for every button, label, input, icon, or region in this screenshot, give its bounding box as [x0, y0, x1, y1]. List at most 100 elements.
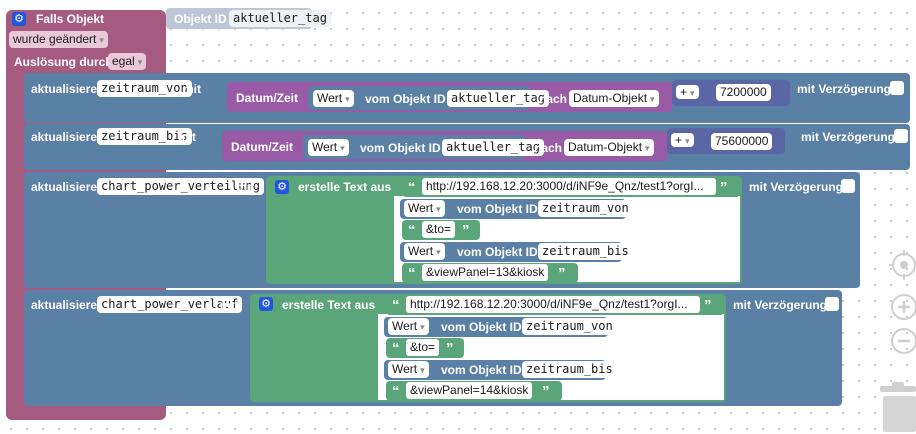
zoom-out-icon[interactable] [888, 326, 916, 356]
from-object-label: vom Objekt ID [365, 92, 446, 106]
ausloesung-dropdown-label: egal [112, 54, 135, 68]
chevron-down-icon: ▾ [340, 143, 345, 153]
mit-label: mit [183, 82, 201, 96]
chevron-down-icon: ▾ [436, 204, 441, 214]
quote-open-icon: “ [392, 340, 400, 357]
from-object-label: vom Objekt ID [360, 141, 441, 155]
quote-open-icon: “ [392, 383, 400, 400]
chevron-down-icon: ▾ [99, 35, 104, 45]
value-dropdown[interactable]: Wert▾ [388, 361, 429, 378]
format-dropdown[interactable]: Datum-Objekt▾ [569, 90, 659, 107]
datetime-label: Datum/Zeit [236, 91, 299, 105]
number-field[interactable]: 75600000 [711, 133, 773, 150]
from-object-label: vom Objekt ID [457, 245, 538, 259]
gear-icon[interactable]: ⚙ [259, 297, 273, 311]
variable-field[interactable]: zeitraum_von [97, 80, 192, 97]
quote-close-icon: ” [446, 340, 454, 357]
update-label: aktualisiere [31, 130, 98, 144]
delay-checkbox[interactable] [890, 81, 904, 95]
chevron-down-icon: ▾ [420, 322, 425, 332]
from-object-label: vom Objekt ID [441, 320, 522, 334]
object-id-value[interactable]: aktueller_tag [229, 10, 331, 27]
value-dropdown[interactable]: Wert▾ [313, 90, 354, 107]
to-text-field[interactable]: &to= [406, 339, 440, 356]
mit-label: mit [178, 130, 196, 144]
ausloesung-label: Auslösung durch [14, 55, 113, 69]
value-dropdown-label: Wert [312, 140, 338, 154]
delay-label: mit Verzögerung [797, 82, 892, 96]
object-id-label: Objekt ID [174, 12, 227, 26]
format-dropdown[interactable]: Datum-Objekt▾ [564, 139, 654, 156]
quote-close-icon: ” [462, 222, 470, 239]
delay-checkbox[interactable] [841, 179, 855, 193]
number-field[interactable]: 7200000 [716, 84, 771, 101]
mit-label: mit [236, 180, 254, 194]
variable-field[interactable]: zeitraum_bis [97, 128, 192, 145]
event-title: Falls Objekt [36, 12, 105, 26]
object-id-field[interactable]: zeitraum_bis [538, 243, 633, 260]
object-id-field[interactable]: zeitraum_bis [522, 361, 617, 378]
to-text-field[interactable]: &to= [422, 221, 456, 238]
chevron-down-icon: ▾ [650, 94, 655, 104]
delay-label: mit Verzögerung [801, 130, 896, 144]
object-id-field[interactable]: aktueller_tag [442, 139, 544, 156]
zoom-in-icon[interactable] [888, 292, 916, 322]
url-text-field[interactable]: http://192.168.12.20:3000/d/iNF9e_Qnz/te… [422, 178, 716, 195]
mit-label: mit [220, 298, 238, 312]
format-dropdown-label: Datum-Objekt [568, 140, 643, 154]
gear-icon[interactable]: ⚙ [12, 12, 26, 26]
ausloesung-dropdown[interactable]: egal▾ [108, 53, 147, 70]
value-dropdown[interactable]: Wert▾ [388, 318, 429, 335]
operator-dropdown[interactable]: +▾ [676, 85, 699, 99]
update-label: aktualisiere [31, 82, 98, 96]
object-id-field[interactable]: zeitraum_von [522, 318, 617, 335]
url-text-field[interactable]: http://192.168.12.20:3000/d/iNF9e_Qnz/te… [406, 296, 700, 313]
create-text-label: erstelle Text aus [282, 298, 376, 312]
value-dropdown[interactable]: Wert▾ [404, 243, 445, 260]
delay-checkbox[interactable] [894, 129, 908, 143]
operator-dropdown-label: + [675, 133, 683, 147]
object-id-field[interactable]: aktueller_tag [447, 90, 549, 107]
value-dropdown-label: Wert [408, 244, 434, 258]
gear-icon[interactable]: ⚙ [275, 180, 289, 194]
quote-close-icon: ” [558, 265, 566, 282]
trash-icon[interactable] [878, 382, 916, 434]
operator-dropdown[interactable]: +▾ [671, 133, 694, 147]
delay-checkbox[interactable] [825, 297, 839, 311]
panel-text-field[interactable]: &viewPanel=13&kiosk [422, 264, 549, 281]
nach-label: nach [539, 92, 568, 106]
delay-label: mit Verzögerung [733, 298, 828, 312]
delay-label: mit Verzögerung [749, 180, 844, 194]
value-dropdown[interactable]: Wert▾ [308, 139, 349, 156]
value-dropdown[interactable]: Wert▾ [404, 200, 445, 217]
format-dropdown-label: Datum-Objekt [573, 91, 648, 105]
variable-field[interactable]: chart_power_verlauf [97, 296, 243, 313]
quote-open-icon: “ [408, 179, 416, 196]
chevron-down-icon: ▾ [685, 136, 690, 146]
value-dropdown-label: Wert [392, 319, 418, 333]
chevron-down-icon: ▾ [645, 143, 650, 153]
object-id-field[interactable]: zeitraum_von [538, 200, 633, 217]
from-object-label: vom Objekt ID [441, 363, 522, 377]
update-label: aktualisiere [31, 180, 98, 194]
variable-field[interactable]: chart_power_verteilung [97, 178, 264, 195]
quote-open-icon: “ [392, 297, 400, 314]
chevron-down-icon: ▾ [436, 247, 441, 257]
update-label: aktualisiere [31, 298, 98, 312]
trigger-dropdown-label: wurde geändert [13, 32, 97, 46]
create-text-label: erstelle Text aus [298, 180, 392, 194]
value-dropdown-label: Wert [317, 91, 343, 105]
operator-dropdown-label: + [680, 85, 688, 99]
nach-label: nach [534, 141, 563, 155]
quote-close-icon: ” [704, 297, 712, 314]
datetime-label: Datum/Zeit [231, 140, 294, 154]
value-dropdown-label: Wert [408, 201, 434, 215]
panel-text-field[interactable]: &viewPanel=14&kiosk [406, 382, 533, 399]
trigger-dropdown[interactable]: wurde geändert▾ [9, 31, 108, 48]
chevron-down-icon: ▾ [345, 94, 350, 104]
quote-close-icon: ” [720, 179, 728, 196]
chevron-down-icon: ▾ [690, 88, 695, 98]
value-dropdown-label: Wert [392, 362, 418, 376]
chevron-down-icon: ▾ [420, 365, 425, 375]
center-view-icon[interactable] [888, 250, 916, 280]
